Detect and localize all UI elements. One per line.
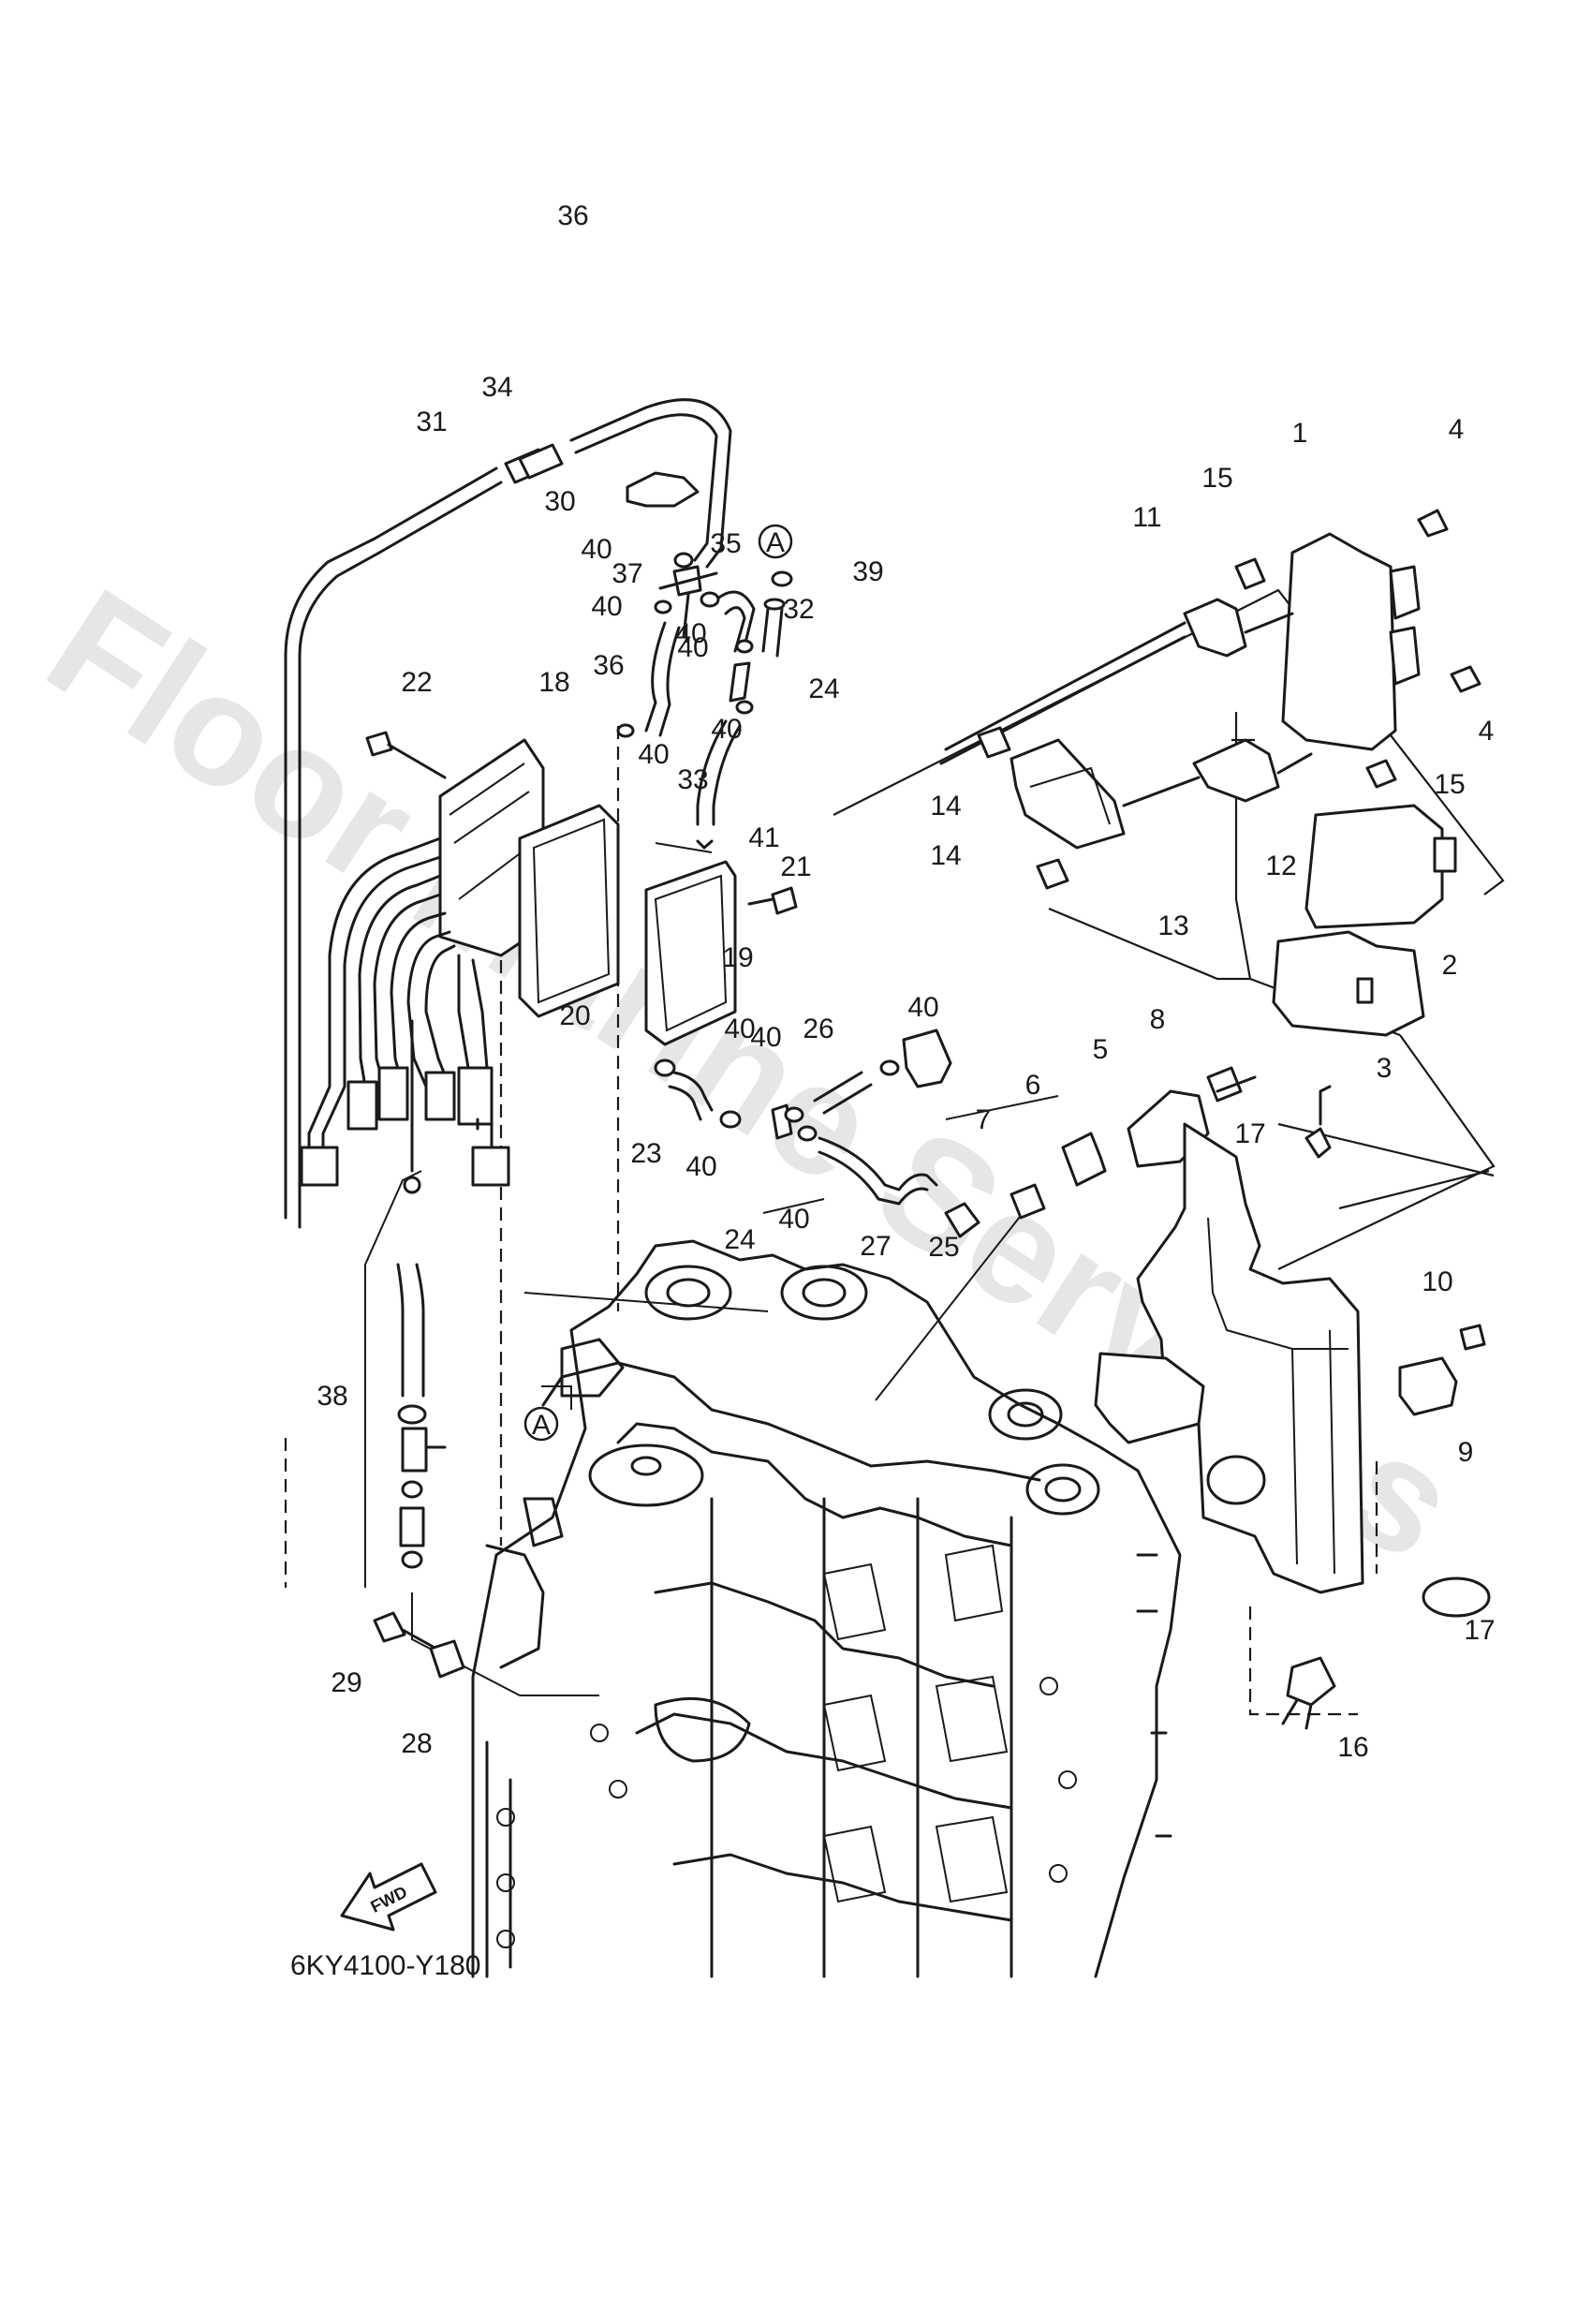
callout-39: 39 (852, 556, 883, 587)
callout-1: 1 (1292, 418, 1308, 449)
callout-41: 41 (748, 822, 779, 853)
callout-14: 14 (930, 791, 961, 822)
callout-40: 40 (581, 534, 612, 565)
callout-24: 24 (808, 674, 839, 704)
callout-40: 40 (685, 1151, 716, 1182)
ref-marker-a-top: A (758, 524, 793, 559)
fwd-arrow: FWD (340, 1862, 437, 1932)
callout-36: 36 (593, 650, 624, 681)
callout-40: 40 (591, 591, 622, 622)
ref-marker-a-bottom: A (523, 1406, 559, 1442)
callout-10: 10 (1422, 1266, 1452, 1297)
ignition-coil-group (300, 731, 620, 1194)
callout-20: 20 (559, 1000, 590, 1031)
callout-18: 18 (538, 667, 569, 698)
callout-11: 11 (1132, 502, 1161, 533)
callout-40: 40 (778, 1204, 809, 1235)
callout-23: 23 (630, 1138, 661, 1169)
callout-40: 40 (677, 632, 708, 663)
callout-26: 26 (803, 1014, 833, 1044)
bracket-group (1010, 1066, 1491, 1730)
callout-9: 9 (1458, 1437, 1474, 1468)
callout-40: 40 (750, 1022, 781, 1053)
callout-34: 34 (481, 372, 512, 403)
callout-25: 25 (928, 1232, 959, 1263)
callout-7: 7 (976, 1104, 992, 1135)
callout-2: 2 (1442, 950, 1458, 981)
fitting-group (373, 1263, 465, 1679)
reference-markers: A A (523, 524, 793, 1442)
callout-40: 40 (724, 1014, 755, 1044)
ecu-group (939, 509, 1481, 1037)
callout-15: 15 (1201, 463, 1232, 494)
hose-assembly (373, 398, 793, 850)
lower-hose-group (654, 1029, 980, 1238)
svg-text:A: A (766, 527, 785, 558)
callout-labels: 1234456789101112131414151516171718192021… (317, 200, 1495, 1763)
svg-text:A: A (532, 1410, 551, 1441)
engine-block (471, 1239, 1182, 1978)
callout-17: 17 (1464, 1615, 1495, 1646)
callout-36: 36 (557, 200, 588, 231)
callout-13: 13 (1157, 910, 1188, 941)
callout-40: 40 (907, 992, 938, 1023)
callout-5: 5 (1093, 1034, 1109, 1065)
callout-40: 40 (675, 618, 706, 649)
callout-29: 29 (331, 1667, 361, 1698)
callout-17: 17 (1234, 1118, 1265, 1149)
callout-40: 40 (711, 714, 742, 745)
callout-38: 38 (317, 1381, 347, 1412)
callout-33: 33 (677, 764, 708, 795)
callout-21: 21 (780, 851, 811, 882)
callout-12: 12 (1265, 851, 1296, 881)
callout-3: 3 (1377, 1053, 1393, 1084)
callout-35: 35 (710, 528, 741, 559)
cover-plate (644, 860, 798, 1046)
callout-31: 31 (416, 407, 447, 437)
leader-lines (284, 537, 1505, 1716)
callout-4: 4 (1479, 716, 1495, 747)
callout-37: 37 (612, 558, 642, 589)
callout-19: 19 (722, 942, 753, 973)
callout-22: 22 (401, 667, 432, 698)
callout-28: 28 (401, 1728, 432, 1759)
callout-40: 40 (638, 739, 669, 770)
callout-30: 30 (544, 486, 575, 517)
callout-6: 6 (1025, 1070, 1041, 1101)
callout-15: 15 (1434, 769, 1465, 800)
callout-14: 14 (930, 840, 961, 871)
callout-27: 27 (860, 1231, 891, 1262)
callout-4: 4 (1449, 414, 1465, 445)
callout-16: 16 (1337, 1732, 1368, 1763)
callout-8: 8 (1150, 1004, 1166, 1035)
callout-32: 32 (783, 594, 814, 625)
diagram-code: 6KY4100-Y180 (290, 1950, 481, 1981)
callout-24: 24 (724, 1224, 755, 1255)
